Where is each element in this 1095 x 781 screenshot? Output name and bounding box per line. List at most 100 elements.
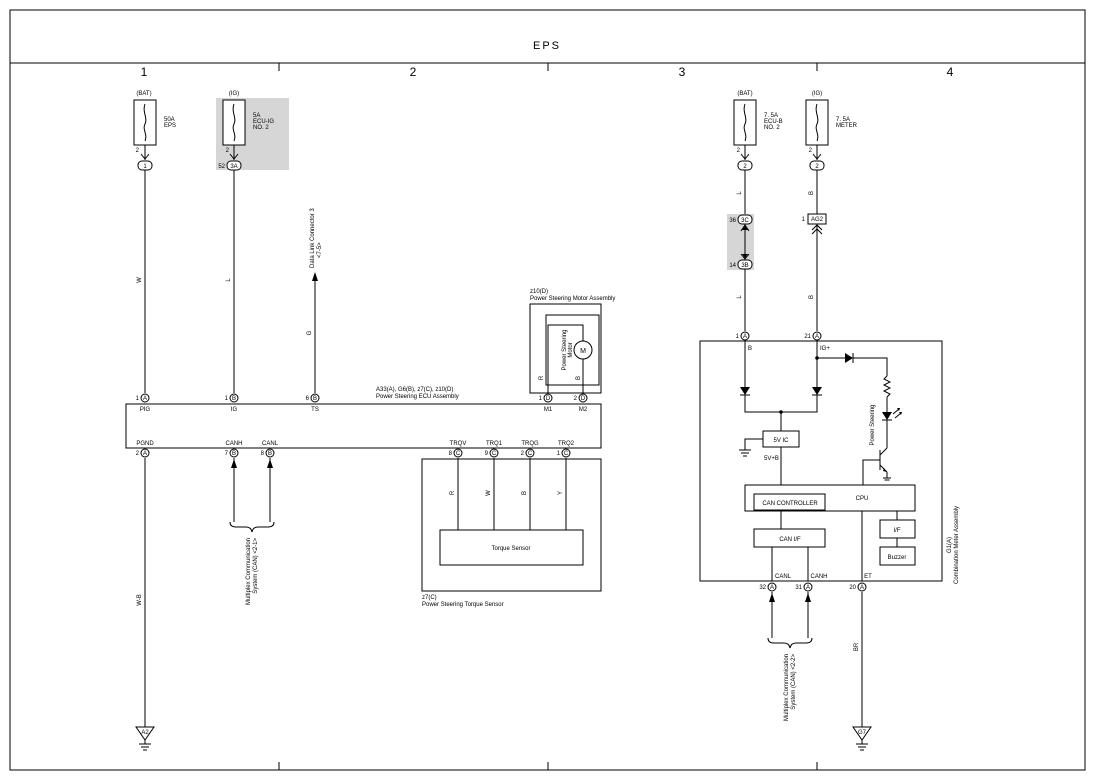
svg-text:W-B: W-B <box>137 594 143 606</box>
fuse-5a-ecu-ig-no2: (IG) 5A ECU-IG NO. 2 2 3A 52 <box>218 91 274 171</box>
svg-text:METER: METER <box>836 123 858 129</box>
svg-text:M2: M2 <box>579 407 588 413</box>
svg-text:C: C <box>564 451 569 457</box>
column-1: 1 <box>141 65 148 79</box>
svg-text:I/F: I/F <box>894 528 901 534</box>
svg-text:9: 9 <box>485 451 489 457</box>
column-3: 3 <box>679 65 686 79</box>
svg-text:CPU: CPU <box>856 496 869 502</box>
dlc3-ref: <7-5> <box>317 242 323 258</box>
svg-text:Power Steering Torque Sensor: Power Steering Torque Sensor <box>422 602 504 608</box>
svg-text:W: W <box>486 490 492 496</box>
svg-text:L: L <box>737 295 743 299</box>
svg-text:2: 2 <box>574 396 578 402</box>
fuse-50a-eps: (BAT) 50A EPS 2 1 <box>133 91 176 171</box>
svg-text:5V IC: 5V IC <box>773 438 789 444</box>
column-2: 2 <box>410 65 417 79</box>
svg-text:L: L <box>737 191 743 195</box>
svg-text:B: B <box>232 396 236 402</box>
svg-text:G1(A): G1(A) <box>947 537 953 553</box>
svg-text:B: B <box>809 191 815 195</box>
torque-sensor-label: Torque Sensor <box>491 546 530 552</box>
can-link-left: Multiplex Communication System (CAN) <2-… <box>229 458 275 605</box>
svg-text:1: 1 <box>143 164 147 170</box>
svg-text:M1: M1 <box>544 407 553 413</box>
svg-text:BR: BR <box>854 642 860 651</box>
svg-text:R: R <box>539 375 545 380</box>
svg-text:C: C <box>528 451 533 457</box>
svg-text:A2: A2 <box>141 730 149 736</box>
svg-text:1: 1 <box>736 334 740 340</box>
svg-text:z7(C): z7(C) <box>422 595 437 601</box>
svg-text:52: 52 <box>218 164 225 170</box>
svg-text:B: B <box>522 491 528 495</box>
power-steering-ecu: A33(A), G6(B), z7(C), z10(D) Power Steer… <box>125 387 602 458</box>
svg-text:1: 1 <box>225 396 229 402</box>
svg-text:2: 2 <box>809 148 813 154</box>
svg-text:A: A <box>743 334 747 340</box>
svg-text:A: A <box>806 585 810 591</box>
svg-text:TRQG: TRQG <box>521 441 539 447</box>
svg-text:Combination Meter Assembly: Combination Meter Assembly <box>954 506 960 584</box>
svg-text:3B: 3B <box>741 263 748 269</box>
svg-text:ECU-IG: ECU-IG <box>253 119 274 125</box>
svg-text:A: A <box>860 585 864 591</box>
svg-text:50A: 50A <box>164 117 175 123</box>
wire-g-ts: G Data Link Connector 3 <7-5> <box>307 208 323 393</box>
ground-g7: BR G7 <box>852 592 872 751</box>
svg-text:Y: Y <box>558 491 564 495</box>
svg-text:32: 32 <box>759 585 766 591</box>
svg-text:21: 21 <box>804 334 811 340</box>
svg-text:TRQ2: TRQ2 <box>558 441 575 447</box>
svg-text:31: 31 <box>795 585 802 591</box>
svg-text:C: C <box>456 451 461 457</box>
svg-text:3C: 3C <box>741 218 749 224</box>
svg-text:1: 1 <box>557 451 561 457</box>
svg-text:2: 2 <box>136 148 140 154</box>
svg-text:(IG): (IG) <box>229 91 239 97</box>
motor-symbol: M <box>580 348 586 355</box>
column-ruler: 1 2 3 4 <box>141 63 954 770</box>
can-link-right: Multiplex Communication System (CAN) <2-… <box>767 592 813 721</box>
svg-text:A: A <box>143 451 147 457</box>
svg-text:Power Steering ECU Assembly: Power Steering ECU Assembly <box>376 394 459 400</box>
svg-text:D: D <box>581 396 586 402</box>
svg-text:ECU-B: ECU-B <box>764 119 783 125</box>
svg-text:CANL: CANL <box>262 441 279 447</box>
svg-text:Multiplex Communication: Multiplex Communication <box>784 654 790 721</box>
svg-text:2: 2 <box>743 164 747 170</box>
svg-text:14: 14 <box>729 263 736 269</box>
svg-text:Multiplex Communication: Multiplex Communication <box>246 538 252 605</box>
svg-text:2: 2 <box>521 451 525 457</box>
svg-text:5V+B: 5V+B <box>764 456 779 462</box>
svg-text:PIG: PIG <box>140 407 151 413</box>
svg-text:36: 36 <box>729 218 736 224</box>
svg-text:A: A <box>815 334 819 340</box>
svg-text:z10(D): z10(D) <box>530 289 548 295</box>
svg-text:7. 5A: 7. 5A <box>836 117 850 123</box>
svg-text:C: C <box>492 451 497 457</box>
svg-text:2: 2 <box>737 148 741 154</box>
fuse-7-5a-ecu-b-no2: (BAT) 7. 5A ECU-B NO. 2 2 2 <box>733 91 783 171</box>
svg-text:(BAT): (BAT) <box>136 91 151 97</box>
svg-text:B: B <box>232 451 236 457</box>
svg-text:B: B <box>313 396 317 402</box>
wire-l-ig: L <box>226 170 235 393</box>
svg-text:B: B <box>809 295 815 299</box>
svg-text:1: 1 <box>802 217 806 223</box>
power-steering-torque-sensor: Torque Sensor R W B Y z7(C) Power Steeri… <box>421 458 602 608</box>
dlc3-label: Data Link Connector 3 <box>310 208 316 268</box>
svg-text:1: 1 <box>136 396 140 402</box>
svg-text:8: 8 <box>449 451 453 457</box>
svg-text:B: B <box>576 376 582 380</box>
svg-text:R: R <box>450 490 456 495</box>
power-steering-warning-led: Power Steering <box>870 404 876 445</box>
svg-text:Power Steering: Power Steering <box>562 329 568 370</box>
svg-text:B: B <box>748 346 752 352</box>
svg-text:A33(A), G6(B), z7(C), z10(D): A33(A), G6(B), z7(C), z10(D) <box>376 387 453 393</box>
svg-text:(BAT): (BAT) <box>737 91 752 97</box>
power-steering-motor-assembly: z10(D) Power Steering Motor Assembly M P… <box>529 289 615 394</box>
svg-text:G: G <box>307 330 313 335</box>
svg-text:IG: IG <box>231 407 238 413</box>
